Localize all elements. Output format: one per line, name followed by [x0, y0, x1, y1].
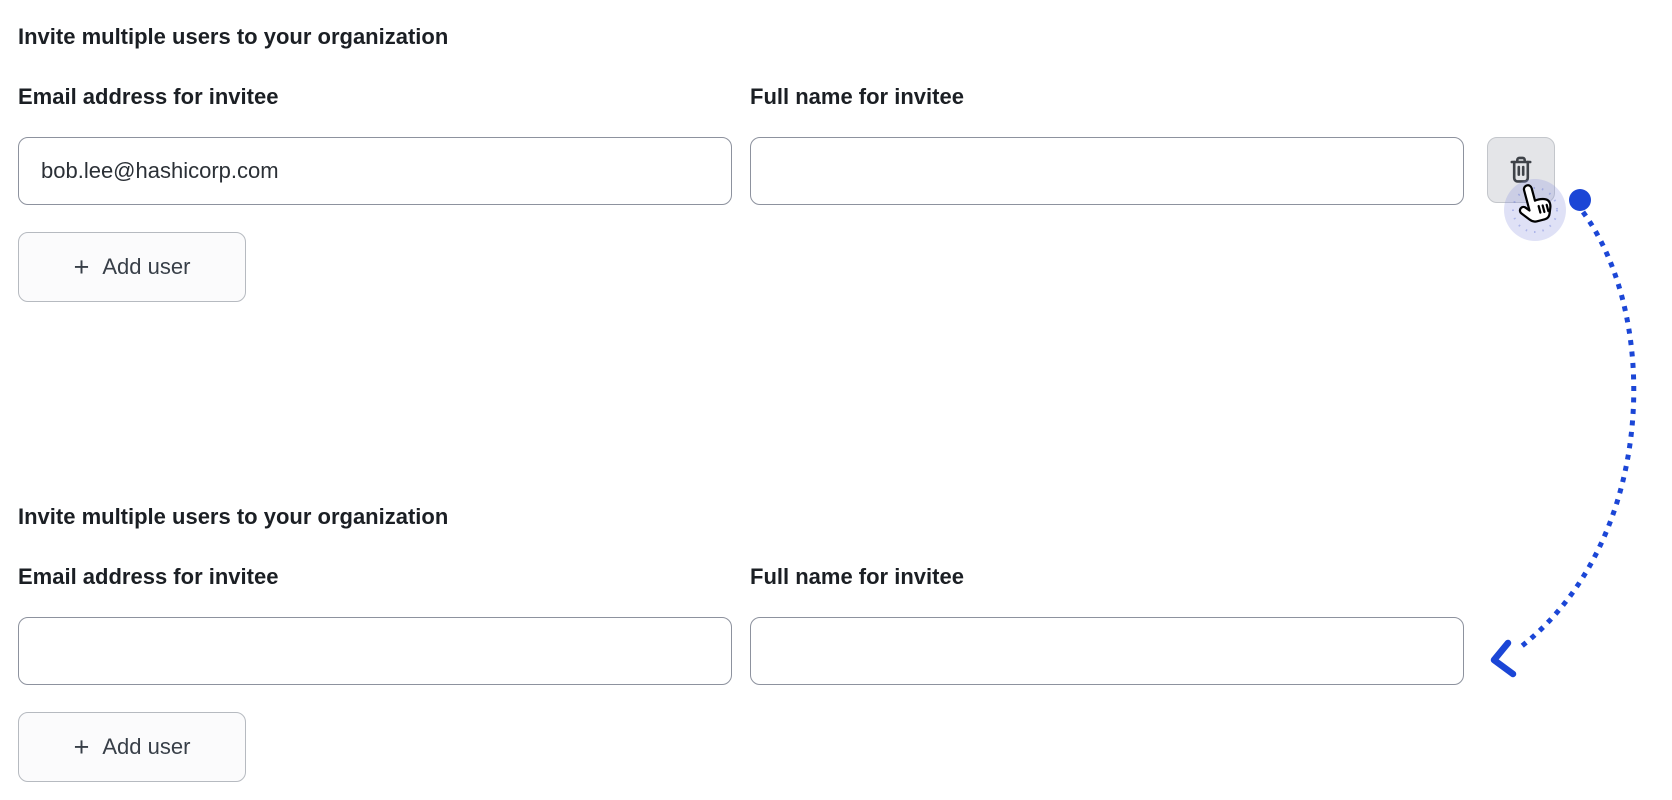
section-heading: Invite multiple users to your organizati… — [18, 504, 449, 529]
email-input[interactable] — [18, 137, 732, 205]
invitee-row: Email address for invitee Full name for … — [18, 84, 1578, 205]
email-input[interactable] — [18, 617, 732, 685]
full-name-label: Full name for invitee — [750, 564, 964, 589]
section-heading: Invite multiple users to your organizati… — [18, 24, 449, 49]
invitee-row: Email address for invitee Full name for … — [18, 564, 1578, 685]
full-name-input[interactable] — [750, 137, 1464, 205]
plus-icon: + — [73, 251, 90, 282]
invite-form-after: Invite multiple users to your organizati… — [18, 504, 1578, 782]
full-name-field-group: Full name for invitee — [750, 564, 1464, 685]
add-user-label: Add user — [102, 734, 191, 759]
trash-icon — [1510, 156, 1532, 183]
plus-icon: + — [73, 731, 90, 762]
invite-form-before: Invite multiple users to your organizati… — [18, 24, 1578, 302]
email-field-group: Email address for invitee — [18, 564, 732, 685]
add-user-button[interactable]: + Add user — [18, 232, 246, 302]
email-field-group: Email address for invitee — [18, 84, 732, 205]
add-user-label: Add user — [102, 254, 191, 279]
email-label: Email address for invitee — [18, 84, 279, 109]
full-name-field-group: Full name for invitee — [750, 84, 1464, 205]
delete-row-button[interactable] — [1487, 137, 1555, 203]
full-name-input[interactable] — [750, 617, 1464, 685]
add-user-button[interactable]: + Add user — [18, 712, 246, 782]
full-name-label: Full name for invitee — [750, 84, 964, 109]
email-label: Email address for invitee — [18, 564, 279, 589]
